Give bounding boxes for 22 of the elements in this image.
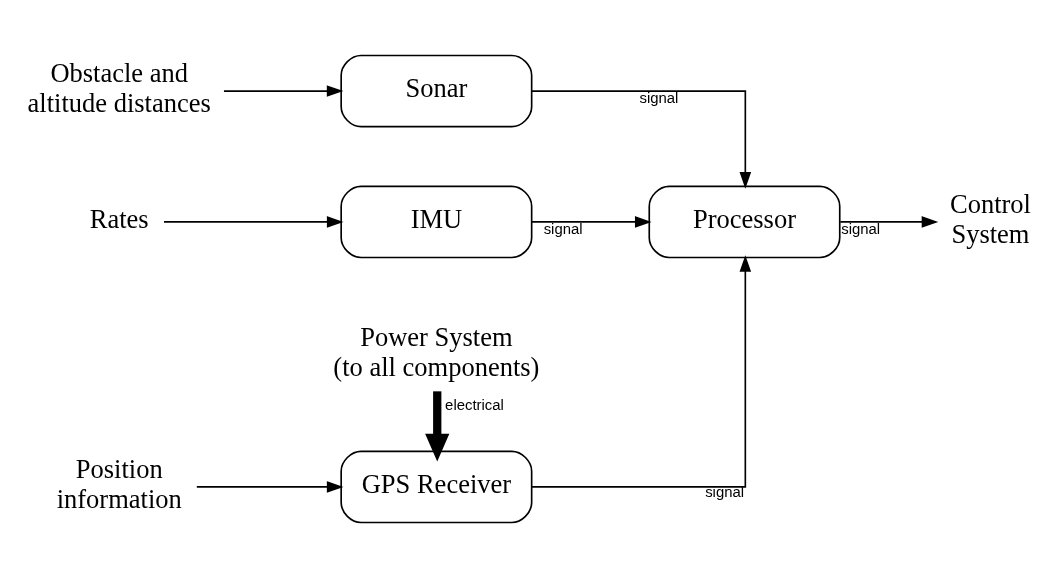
arrow [530,215,652,228]
arrow [425,390,450,461]
arrow [163,215,344,228]
arrow [223,84,344,97]
node-text: Power System (to all components) [333,321,540,382]
arrow [196,480,344,493]
node-box: GPS Receiver [340,450,533,523]
node-text: Rates [89,203,149,234]
arrow [531,89,752,189]
node-text: Control System [949,188,1031,249]
node-text: Obstacle and altitude distances [27,57,211,118]
node-text: Position information [56,453,182,514]
edge-label: signal [705,483,745,500]
node-box: Processor [648,185,841,258]
edge-label: signal [841,220,881,237]
node-box: IMU [340,185,533,258]
edge-label: signal [543,220,583,237]
node-box: Sonar [340,54,533,127]
arrow [839,215,939,228]
arrow [531,254,752,488]
edge-label: electrical [445,396,504,413]
edge-label: signal [639,89,679,106]
